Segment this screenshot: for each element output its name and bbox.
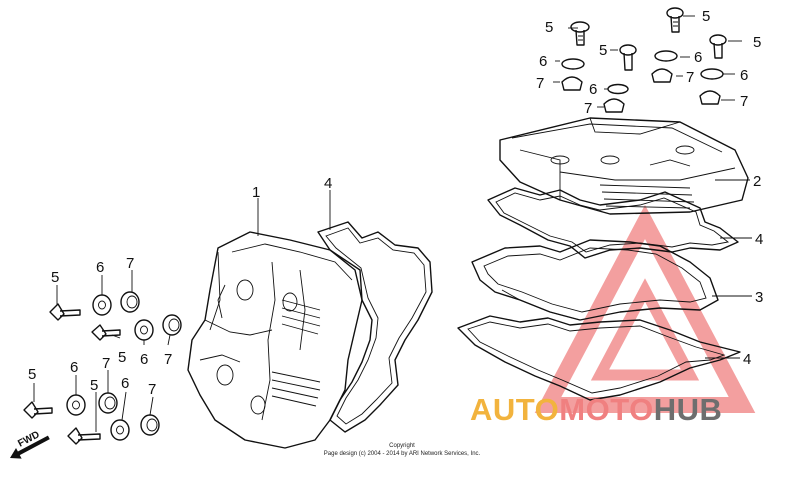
forward-direction-indicator: FWD	[10, 429, 50, 459]
callout-5-top-a: 5	[545, 19, 553, 36]
gasket-upper-right	[487, 187, 739, 259]
callout-5-left-d: 5	[90, 377, 98, 394]
watermark-part-moto: MOTO	[559, 392, 653, 427]
callout-6-left-a: 6	[96, 259, 104, 276]
callout-7-top-b: 7	[584, 100, 592, 117]
gasket-left	[317, 221, 433, 433]
leader-lines	[33, 15, 752, 432]
callout-4-lower-right: 4	[743, 351, 751, 368]
forward-arrow-icon	[10, 435, 50, 459]
watermark-logo	[534, 204, 756, 413]
callout-numbers: 1 4 2 4 3 4 5 5 5 5 6 6 6 6 7 7 7 7 5 6 …	[28, 8, 763, 398]
callout-3: 3	[755, 289, 763, 306]
callout-5-left-c: 5	[28, 366, 36, 383]
plate-right	[471, 239, 719, 321]
callout-6-top-c: 6	[694, 49, 702, 66]
callout-6-left-d: 6	[121, 375, 129, 392]
callout-4-left: 4	[324, 175, 332, 192]
callout-5-top-b: 5	[599, 42, 607, 59]
callout-5-top-d: 5	[753, 34, 761, 51]
callout-6-left-b: 6	[140, 351, 148, 368]
callout-7-top-c: 7	[686, 69, 694, 86]
callout-7-left-d: 7	[148, 381, 156, 398]
svg-text:AUTOMOTOHUB: AUTOMOTOHUB	[470, 392, 722, 427]
callout-7-left-a: 7	[126, 255, 134, 272]
callout-6-top-b: 6	[589, 81, 597, 98]
callout-2: 2	[753, 173, 761, 190]
copyright-line-2: Page design (c) 2004 - 2014 by ARI Netwo…	[324, 451, 481, 457]
callout-7-left-b: 7	[164, 351, 172, 368]
callout-6-left-c: 6	[70, 359, 78, 376]
callout-5-left-b: 5	[118, 349, 126, 366]
cylinder-head-cover-right	[499, 117, 749, 215]
copyright-block: Copyright Page design (c) 2004 - 2014 by…	[324, 443, 481, 457]
callout-6-top-d: 6	[740, 67, 748, 84]
callout-5-left-a: 5	[51, 269, 59, 286]
callout-4-upper-right: 4	[755, 231, 763, 248]
gasket-lower-right	[457, 315, 741, 401]
callout-7-top-a: 7	[536, 75, 544, 92]
callout-6-top-a: 6	[539, 53, 547, 70]
callout-7-top-d: 7	[740, 93, 748, 110]
watermark-part-auto: AUTO	[470, 392, 559, 427]
callout-1: 1	[252, 184, 260, 201]
cylinder-head-cover-left	[187, 231, 363, 449]
copyright-line-1: Copyright	[389, 443, 415, 449]
watermark-wordmark: AUTOMOTOHUB	[470, 392, 722, 427]
callout-7-left-c: 7	[102, 355, 110, 372]
watermark-part-hub: HUB	[654, 392, 723, 427]
callout-5-top-c: 5	[702, 8, 710, 25]
